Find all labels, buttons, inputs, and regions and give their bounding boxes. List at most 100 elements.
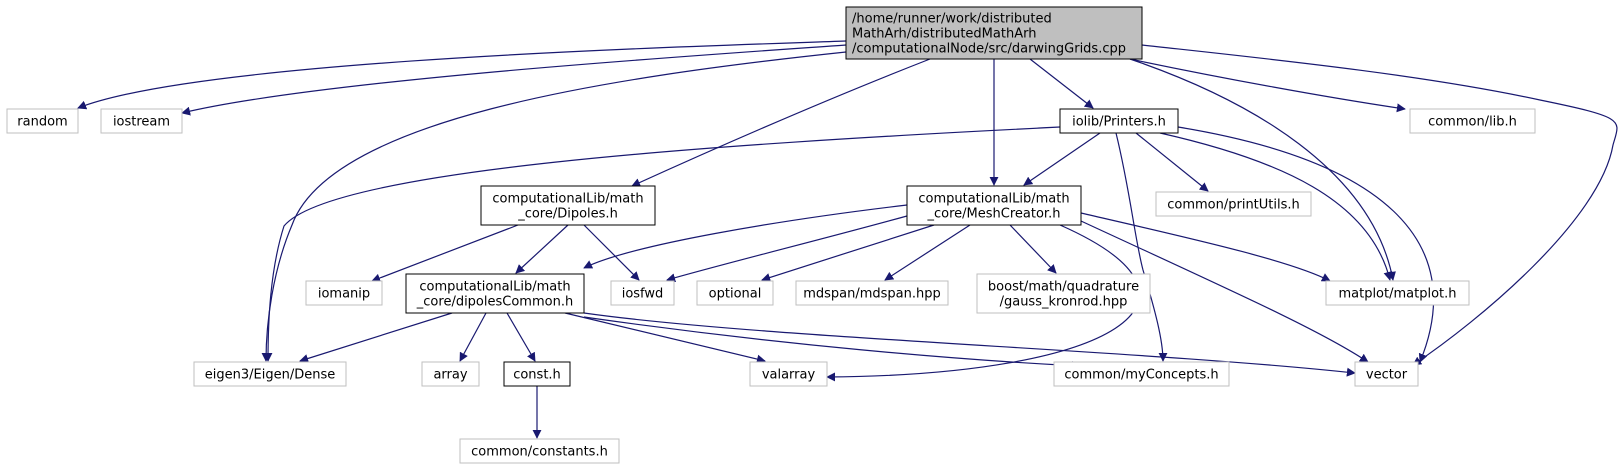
node-label-meshcreator-line-1: _core/MeshCreator.h [927, 207, 1061, 222]
node-label-mdspan: mdspan/mdspan.hpp [803, 287, 941, 302]
node-array: array [421, 361, 480, 387]
node-box-vector [1354, 361, 1419, 387]
edge-root-to-printers [1029, 58, 1094, 109]
edge-root-to-matplot [1129, 58, 1396, 281]
node-myconcepts: common/myConcepts.h [1053, 361, 1230, 387]
node-matplot: matplot/matplot.h [1325, 280, 1470, 306]
node-box-iomanip [305, 280, 383, 306]
node-mdspan: mdspan/mdspan.hpp [795, 280, 949, 306]
node-label-optional: optional [709, 287, 762, 302]
node-label-myconcepts: common/myConcepts.h [1064, 368, 1218, 383]
node-eigen: eigen3/Eigen/Dense [193, 361, 347, 387]
node-label-gausskronrod-line-0: boost/math/quadrature [988, 280, 1139, 295]
node-label-dipoles-line-1: _core/Dipoles.h [517, 207, 618, 222]
edge-printers-to-matplot [1159, 132, 1393, 281]
edge-meshcreator-to-optional [761, 224, 935, 282]
edge-dipoles-to-iomanip [371, 224, 519, 283]
node-box-const [503, 361, 571, 387]
edge-meshcreator-to-matplot [1080, 212, 1331, 282]
edge-printers-to-printutils [1135, 132, 1209, 192]
edge-printers-to-meshcreator [1023, 132, 1101, 186]
edge-meshcreator-to-vector [1080, 220, 1369, 363]
node-box-mdspan [795, 280, 949, 306]
node-box-optional [696, 280, 774, 306]
node-label-matplot: matplot/matplot.h [1338, 287, 1456, 302]
node-gausskronrod: boost/math/quadrature/gauss_kronrod.hpp [976, 273, 1151, 314]
node-box-commonlib [1409, 108, 1536, 134]
node-box-printers [1059, 108, 1179, 134]
node-printers[interactable]: iolib/Printers.h [1059, 108, 1179, 134]
node-label-constants: common/constants.h [471, 445, 608, 460]
node-dipolescommon[interactable]: computationalLib/math_core/dipolesCommon… [405, 273, 585, 314]
node-label-iostream: iostream [113, 115, 170, 130]
node-optional: optional [696, 280, 774, 306]
edge-dipolescommon-to-valarray [564, 312, 766, 364]
node-label-random: random [17, 115, 67, 130]
node-iostream: iostream [100, 108, 183, 134]
node-meshcreator[interactable]: computationalLib/math_core/MeshCreator.h [906, 185, 1082, 226]
nodes-layer: /home/runner/work/distributedMathArh/dis… [6, 6, 1536, 464]
node-label-eigen: eigen3/Eigen/Dense [205, 368, 335, 383]
node-label-root-line-1: MathArh/distributedMathArh [852, 27, 1036, 42]
edge-printers-to-eigen [263, 126, 1061, 362]
edge-dipolescommon-to-vector [583, 312, 1356, 377]
node-box-random [6, 108, 79, 134]
node-box-dipolescommon [405, 273, 585, 314]
node-label-meshcreator-line-0: computationalLib/math [918, 192, 1069, 207]
node-vector: vector [1354, 361, 1419, 387]
node-label-printers: iolib/Printers.h [1072, 115, 1166, 130]
node-label-root-line-0: /home/runner/work/distributed [852, 12, 1052, 27]
edge-root-to-commonlib [1129, 58, 1406, 113]
node-label-dipoles-line-0: computationalLib/math [492, 192, 643, 207]
node-box-printutils [1155, 191, 1312, 217]
node-label-valarray: valarray [762, 368, 816, 383]
edge-printers-to-vector [1177, 126, 1435, 363]
edge-dipolescommon-to-const [506, 312, 536, 362]
edge-meshcreator-to-gausskronrod [1009, 224, 1057, 274]
edge-root-to-iostream [181, 44, 847, 116]
edge-meshcreator-to-mdspan [884, 224, 971, 281]
edge-dipoles-to-iosfwd [583, 224, 640, 281]
node-label-vector: vector [1366, 368, 1408, 383]
node-box-eigen [193, 361, 347, 387]
node-iosfwd: iosfwd [610, 280, 675, 306]
edge-dipolescommon-to-array [459, 312, 487, 362]
node-const[interactable]: const.h [503, 361, 571, 387]
edge-root-to-eigen [261, 51, 847, 362]
node-box-gausskronrod [976, 273, 1151, 314]
node-constants: common/constants.h [459, 438, 620, 464]
node-random: random [6, 108, 79, 134]
node-box-constants [459, 438, 620, 464]
node-box-matplot [1325, 280, 1470, 306]
node-box-array [421, 361, 480, 387]
node-valarray: valarray [749, 361, 828, 387]
edge-meshcreator-to-iosfwd [666, 215, 908, 283]
node-label-iosfwd: iosfwd [622, 287, 664, 302]
node-label-printutils: common/printUtils.h [1167, 198, 1300, 213]
node-dipoles[interactable]: computationalLib/math_core/Dipoles.h [480, 185, 656, 226]
edge-printers-to-myconcepts [1115, 132, 1168, 362]
node-box-myconcepts [1053, 361, 1230, 387]
node-printutils: common/printUtils.h [1155, 191, 1312, 217]
edge-dipoles-to-dipolescommon [515, 224, 569, 274]
node-label-root-line-2: /computationalNode/src/darwingGrids.cpp [852, 42, 1126, 57]
node-label-gausskronrod-line-1: /gauss_kronrod.hpp [1000, 295, 1128, 310]
node-label-array: array [433, 368, 467, 383]
node-box-iostream [100, 108, 183, 134]
edge-root-to-vector [1141, 44, 1618, 366]
edge-root-to-random [77, 40, 847, 110]
node-box-dipoles [480, 185, 656, 226]
node-iomanip: iomanip [305, 280, 383, 306]
node-label-const: const.h [513, 368, 561, 383]
edges-layer [77, 40, 1618, 439]
node-commonlib: common/lib.h [1409, 108, 1536, 134]
node-label-dipolescommon-line-1: _core/dipolesCommon.h [416, 295, 573, 310]
edge-dipolescommon-to-myconcepts [583, 316, 1081, 371]
node-label-dipolescommon-line-0: computationalLib/math [419, 280, 570, 295]
edge-dipolescommon-to-eigen [299, 312, 453, 363]
node-root[interactable]: /home/runner/work/distributedMathArh/dis… [845, 6, 1143, 60]
node-box-valarray [749, 361, 828, 387]
node-box-meshcreator [906, 185, 1082, 226]
edge-root-to-dipoles [631, 58, 931, 187]
